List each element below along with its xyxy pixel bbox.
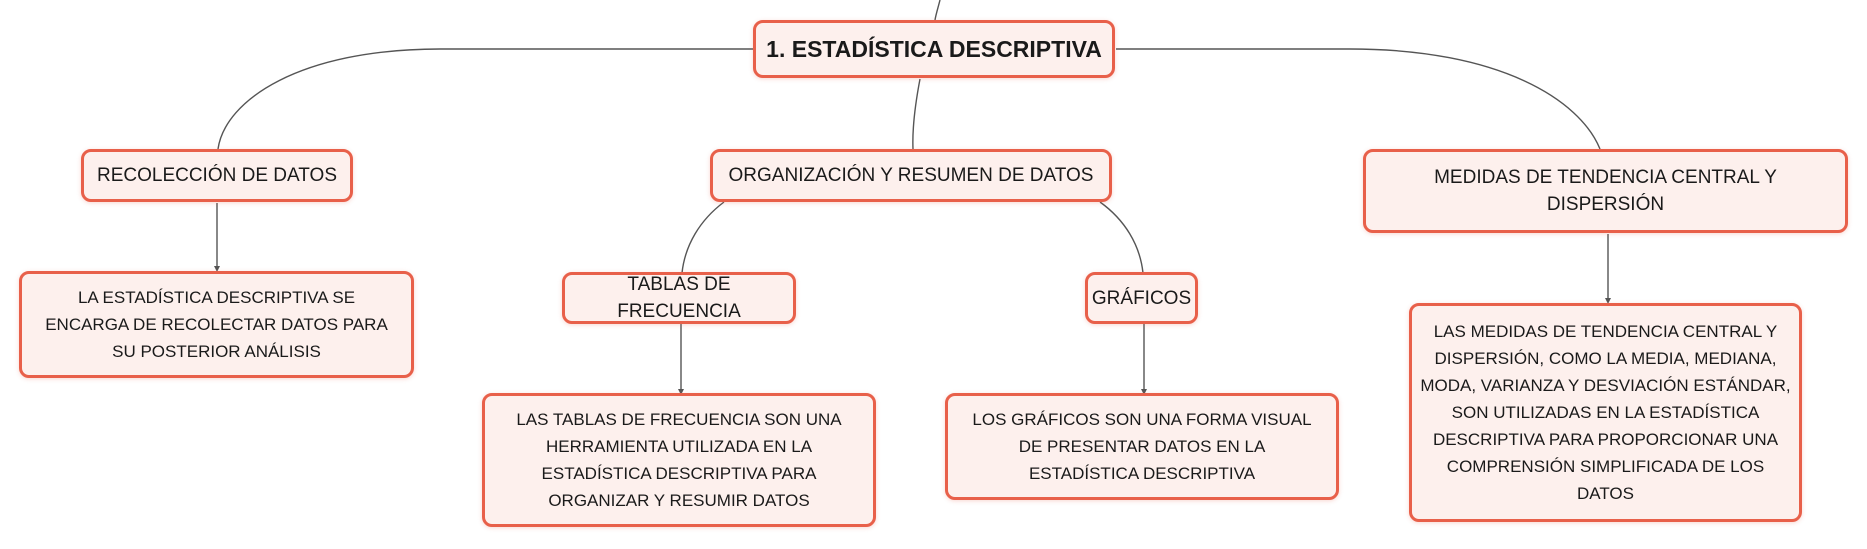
connector-organizacion-tablas	[681, 201, 725, 274]
connector-root-recoleccion	[217, 48, 754, 150]
node-recoleccion-detail[interactable]: LA ESTADÍSTICA DESCRIPTIVA SE ENCARGA DE…	[19, 271, 414, 378]
node-graficos[interactable]: GRÁFICOS	[1085, 272, 1198, 324]
connector-organizacion-graficos	[1099, 201, 1144, 274]
root-node-estadistica-descriptiva[interactable]: 1. ESTADÍSTICA DESCRIPTIVA	[753, 20, 1115, 78]
arrowhead-recoleccion-detail	[214, 266, 220, 272]
arrowhead-graficos-detail	[1141, 389, 1147, 395]
connector-root-medidas	[1116, 48, 1601, 150]
node-organizacion-y-resumen[interactable]: ORGANIZACIÓN Y RESUMEN DE DATOS	[710, 149, 1112, 202]
connector-parent-root	[934, 0, 941, 21]
node-graficos-detail[interactable]: LOS GRÁFICOS SON UNA FORMA VISUAL DE PRE…	[945, 393, 1339, 500]
connector-root-organizacion	[912, 78, 921, 150]
node-medidas-detail[interactable]: LAS MEDIDAS DE TENDENCIA CENTRAL Y DISPE…	[1409, 303, 1802, 522]
node-tablas-detail[interactable]: LAS TABLAS DE FRECUENCIA SON UNA HERRAMI…	[482, 393, 876, 527]
node-recoleccion-de-datos[interactable]: RECOLECCIÓN DE DATOS	[81, 149, 353, 202]
node-medidas-tendencia-dispersion[interactable]: MEDIDAS DE TENDENCIA CENTRAL Y DISPERSIÓ…	[1363, 149, 1848, 233]
node-tablas-de-frecuencia[interactable]: TABLAS DE FRECUENCIA	[562, 272, 796, 324]
arrowhead-tablas-detail	[678, 389, 684, 395]
arrowhead-medidas-detail	[1605, 298, 1611, 304]
